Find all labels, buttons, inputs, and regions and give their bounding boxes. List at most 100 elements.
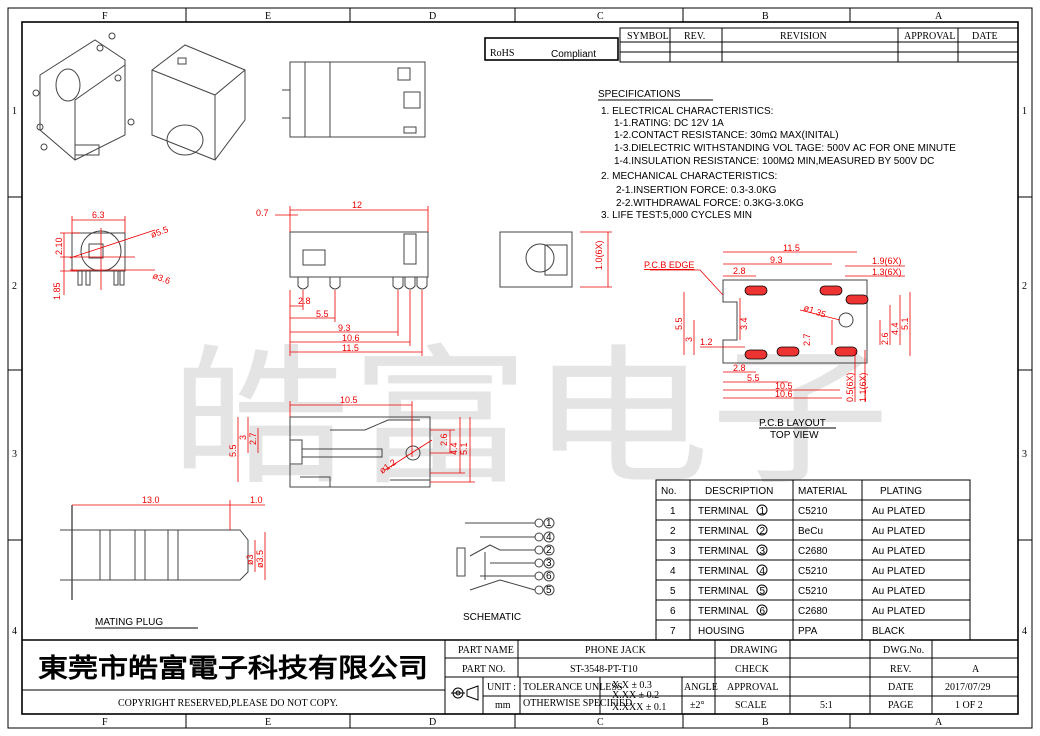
svg-text:0.5(6X): 0.5(6X) [845, 372, 855, 402]
svg-text:A: A [935, 11, 943, 22]
svg-text:B: B [762, 11, 769, 22]
svg-text:ø1.35: ø1.35 [802, 302, 827, 319]
svg-text:REV.: REV. [890, 664, 911, 675]
svg-text:±2°: ±2° [690, 700, 705, 711]
svg-text:DESCRIPTION: DESCRIPTION [705, 486, 773, 497]
svg-text:PAGE: PAGE [888, 700, 913, 711]
company-name: 東莞市皓富電子科技有限公司 [38, 653, 428, 684]
svg-text:5.5: 5.5 [228, 444, 238, 457]
row-description: TERMINAL [698, 546, 749, 557]
row-plating: Au PLATED [872, 546, 925, 557]
svg-text:TOLERANCE UNLESS: TOLERANCE UNLESS [523, 682, 623, 693]
svg-text:SYMBOL: SYMBOL [627, 31, 669, 42]
svg-text:1.1(6X): 1.1(6X) [858, 372, 868, 402]
svg-text:F: F [102, 717, 108, 728]
svg-text:CHECK: CHECK [735, 664, 770, 675]
pin-number-circle [756, 544, 768, 556]
rev: A [972, 664, 980, 675]
svg-text:SPECIFICATIONS: SPECIFICATIONS [598, 89, 681, 100]
svg-text:3: 3 [238, 435, 248, 440]
svg-text:3: 3 [1022, 449, 1027, 460]
row-plating: Au PLATED [872, 606, 925, 617]
end-view: 1.0(6X) [499, 231, 612, 288]
svg-text:11.5: 11.5 [783, 243, 800, 253]
svg-text:12: 12 [352, 200, 362, 210]
row-pin-number: 1 [760, 506, 766, 517]
svg-text:1-3.DIELECTRIC WITHSTANDING VO: 1-3.DIELECTRIC WITHSTANDING VOL TAGE: 50… [614, 143, 956, 154]
specifications: SPECIFICATIONS 1. ELECTRICAL CHARACTERIS… [598, 89, 956, 221]
svg-text:1-4.INSULATION RESISTANCE: 100: 1-4.INSULATION RESISTANCE: 100MΩ MIN,MEA… [614, 156, 934, 167]
row-no: 6 [670, 606, 676, 617]
row-material: BeCu [798, 526, 823, 537]
pin-number-circle [756, 604, 768, 616]
svg-text:2: 2 [1022, 281, 1027, 292]
svg-text:3.4: 3.4 [739, 317, 749, 330]
svg-text:10.6: 10.6 [775, 389, 793, 399]
svg-text:0.7: 0.7 [256, 208, 269, 218]
row-pin-number: 2 [760, 526, 766, 537]
svg-text:P.C.B LAYOUT: P.C.B LAYOUT [759, 418, 826, 429]
row-material: C5210 [798, 506, 828, 517]
svg-text:1.0: 1.0 [250, 495, 263, 505]
svg-text:11.5: 11.5 [342, 343, 359, 353]
row-material: C2680 [798, 546, 828, 557]
svg-text:ø5.5: ø5.5 [149, 224, 169, 240]
row-no: 2 [670, 526, 676, 537]
svg-text:5: 5 [546, 585, 552, 596]
zone-ticks [8, 8, 1032, 728]
svg-text:APPROVAL: APPROVAL [904, 31, 956, 42]
svg-text:X.XXX ± 0.1: X.XXX ± 0.1 [612, 702, 666, 713]
svg-text:OTHERWISE SPECIFIED: OTHERWISE SPECIFIED [523, 698, 632, 709]
row-material: C2680 [798, 606, 828, 617]
svg-text:ANGLE: ANGLE [684, 682, 718, 693]
front-view: 6.3 2.10 1.85 ø5.5 ø3.6 [52, 210, 172, 300]
svg-text:2.8: 2.8 [733, 363, 746, 373]
row-description: TERMINAL [698, 586, 749, 597]
svg-text:10.5: 10.5 [775, 381, 793, 391]
date: 2017/07/29 [945, 682, 991, 693]
pin-number-circle [756, 584, 768, 596]
row-description: TERMINAL [698, 526, 749, 537]
svg-text:2-2.WITHDRAWAL FORCE: 0.3KG-3.: 2-2.WITHDRAWAL FORCE: 0.3KG-3.0KG [616, 198, 804, 209]
svg-text:1. ELECTRICAL CHARACTERISTICS:: 1. ELECTRICAL CHARACTERISTICS: [601, 106, 773, 117]
svg-text:3. LIFE TEST:5,000 CYCLES MIN: 3. LIFE TEST:5,000 CYCLES MIN [601, 210, 752, 221]
copyright: COPYRIGHT RESERVED,PLEASE DO NOT COPY. [118, 698, 338, 709]
row-material: PPA [798, 626, 818, 637]
svg-text:2.7: 2.7 [248, 432, 258, 445]
row-no: 7 [670, 626, 676, 637]
svg-text:Compliant: Compliant [551, 49, 596, 60]
svg-text:B: B [762, 717, 769, 728]
row-material: C5210 [798, 586, 828, 597]
svg-text:2.8: 2.8 [298, 296, 311, 306]
rohs-badge: RoHS Compliant [484, 37, 619, 61]
svg-text:2.8: 2.8 [733, 266, 746, 276]
row-description: TERMINAL [698, 606, 749, 617]
row-pin-number: 3 [760, 546, 766, 557]
svg-text:5.1: 5.1 [900, 317, 910, 330]
row-pin-number: 6 [760, 606, 766, 617]
top-view [282, 61, 426, 138]
svg-text:REV.: REV. [684, 31, 705, 42]
row-pin-number: 5 [760, 586, 766, 597]
row-description: TERMINAL [698, 566, 749, 577]
svg-text:1.85: 1.85 [52, 282, 62, 300]
revision-table: SYMBOL REV. REVISION APPROVAL DATE [619, 27, 1019, 63]
svg-text:4.4: 4.4 [890, 322, 900, 335]
svg-text:ø3: ø3 [245, 554, 255, 565]
svg-text:2.10: 2.10 [54, 237, 64, 255]
svg-text:PART NAME: PART NAME [458, 645, 514, 656]
svg-text:4: 4 [12, 626, 17, 637]
svg-text:No.: No. [661, 486, 677, 497]
svg-text:9.3: 9.3 [338, 323, 351, 333]
part-no: ST-3548-PT-T10 [570, 664, 638, 675]
svg-text:MATING PLUG: MATING PLUG [95, 617, 163, 628]
svg-text:C: C [597, 717, 604, 728]
svg-text:5.5: 5.5 [316, 309, 329, 319]
svg-text:13.0: 13.0 [142, 495, 160, 505]
page: 1 OF 2 [955, 700, 983, 711]
svg-text:PART NO.: PART NO. [462, 664, 505, 675]
svg-text:DWG.No.: DWG.No. [883, 645, 924, 656]
svg-text:3: 3 [546, 558, 552, 569]
